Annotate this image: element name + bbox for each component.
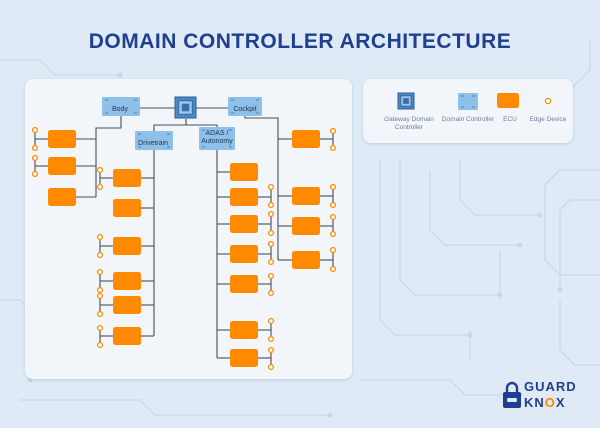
- lock-icon: [503, 381, 521, 408]
- edge-device: [267, 289, 275, 297]
- edge-device: [31, 170, 39, 178]
- body-domain-label: Body: [112, 106, 128, 113]
- edge-device: [267, 363, 275, 371]
- edge-device: [96, 251, 104, 259]
- edge-device: [96, 292, 104, 300]
- ecu-block: [113, 296, 141, 314]
- legend-gateway-icon: [397, 92, 415, 110]
- cockpit-domain-label: Cockpit: [233, 106, 257, 113]
- adas-label-line2: Autonomy: [201, 138, 233, 146]
- edge-device: [329, 213, 337, 221]
- edge-device: [329, 144, 337, 152]
- legend-edge-icon: [544, 97, 552, 105]
- brand-word-knox: KNOX: [524, 395, 566, 410]
- edge-device: [329, 265, 337, 273]
- ecu-block: [292, 130, 320, 148]
- brand-knox-suffix: X: [555, 395, 566, 410]
- body-domain-controller: [102, 97, 140, 116]
- adas-label-line1: ADAS /: [205, 130, 229, 137]
- ecu-block: [113, 272, 141, 290]
- ecu-block: [113, 237, 141, 255]
- page-title: DOMAIN CONTROLLER ARCHITECTURE: [88, 30, 512, 53]
- edge-device: [96, 310, 104, 318]
- legend-ecu-label: ECU: [503, 116, 517, 123]
- ecu-block: [113, 169, 141, 187]
- ecu-block: [292, 217, 320, 235]
- edge-device: [329, 246, 337, 254]
- edge-device: [96, 166, 104, 174]
- ecu-block: [292, 187, 320, 205]
- edge-device: [329, 183, 337, 191]
- brand-knox-prefix: KN: [524, 395, 545, 410]
- edge-device: [96, 341, 104, 349]
- legend-gateway-label: Gateway Domain Controller: [384, 116, 434, 132]
- legend-edge-label: Edge Device: [529, 116, 567, 123]
- brand-word-guard: GUARD: [524, 379, 577, 394]
- ecu-block: [230, 321, 258, 339]
- edge-device: [267, 183, 275, 191]
- legend-domain-label: Domain Controller: [441, 116, 495, 123]
- legend-ecu-icon: [497, 93, 519, 108]
- ecu-block: [230, 245, 258, 263]
- ecu-block: [48, 130, 76, 148]
- guardknox-logo: GUARD KNOX: [502, 378, 582, 412]
- ecu-block: [113, 199, 141, 217]
- edge-device: [267, 317, 275, 325]
- ecu-block: [230, 215, 258, 233]
- edge-device: [31, 154, 39, 162]
- legend-domain-icon: [458, 93, 478, 110]
- ecu-block: [230, 163, 258, 181]
- adas-domain-label: ADAS / Autonomy: [199, 130, 235, 146]
- edge-device: [96, 286, 104, 294]
- edge-device: [96, 324, 104, 332]
- edge-device: [267, 240, 275, 248]
- connection-lines: [34, 107, 334, 367]
- ecu-block: [113, 327, 141, 345]
- diagram-nodes: [31, 92, 552, 371]
- edge-device: [267, 229, 275, 237]
- drivetrain-domain-controller: [135, 131, 173, 150]
- edge-device: [329, 127, 337, 135]
- ecu-block: [230, 188, 258, 206]
- ecu-block: [48, 157, 76, 175]
- edge-device: [267, 272, 275, 280]
- ecu-block: [230, 275, 258, 293]
- edge-device: [31, 126, 39, 134]
- ecu-block: [230, 349, 258, 367]
- edge-device: [267, 346, 275, 354]
- gateway-domain-controller: [174, 96, 197, 119]
- edge-device: [267, 201, 275, 209]
- cockpit-domain-controller: [228, 97, 262, 116]
- ecu-block: [48, 188, 76, 206]
- edge-device: [267, 335, 275, 343]
- edge-device: [96, 183, 104, 191]
- edge-device: [267, 210, 275, 218]
- brand-knox-highlight: O: [544, 395, 556, 410]
- ecu-block: [292, 251, 320, 269]
- edge-device: [329, 201, 337, 209]
- edge-device: [31, 144, 39, 152]
- edge-device: [329, 230, 337, 238]
- edge-device: [96, 268, 104, 276]
- drivetrain-domain-label: Drivetrain: [138, 140, 168, 147]
- edge-device: [96, 233, 104, 241]
- legend-panel: [363, 79, 573, 143]
- adas-domain-controller: [199, 127, 235, 150]
- edge-device: [267, 258, 275, 266]
